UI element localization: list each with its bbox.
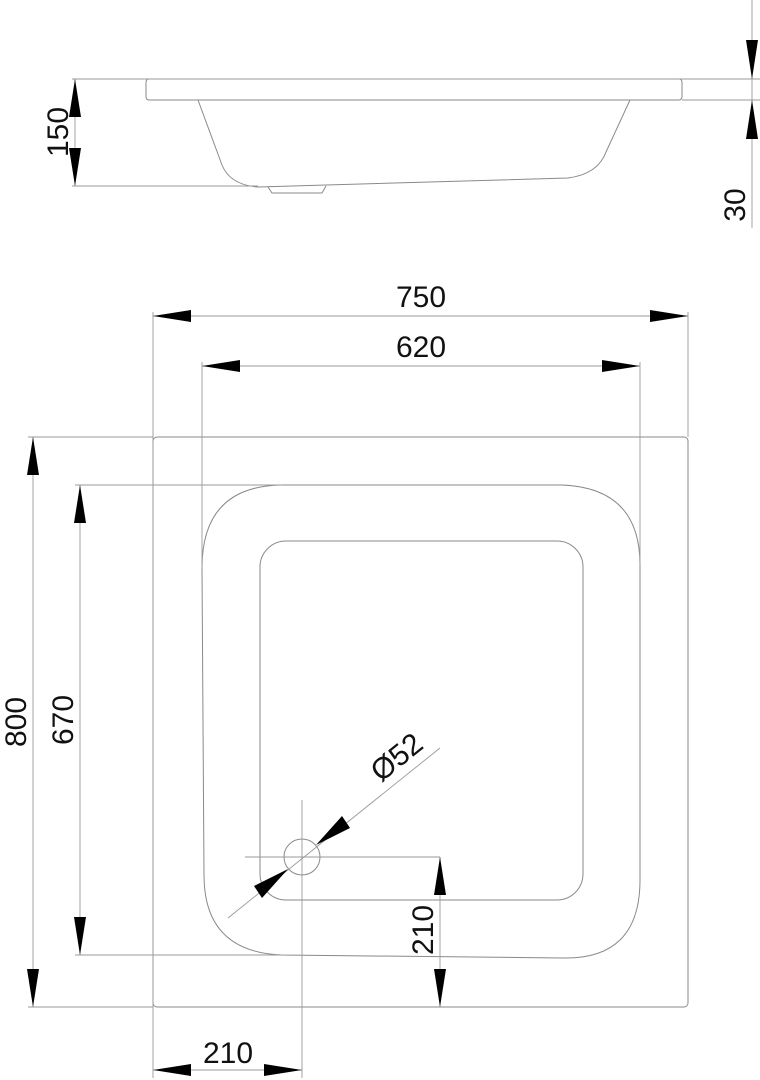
dim-d52-arrow-lower <box>254 869 288 898</box>
dim-800-arrow-top <box>27 437 39 475</box>
dim-150-label: 150 <box>42 107 75 157</box>
top-view: 750 620 800 670 Ø52 210 210 <box>0 281 689 1078</box>
dim-620-label: 620 <box>396 331 446 364</box>
dim-30-label: 30 <box>719 188 752 221</box>
dim-30-arrow-bottom <box>746 100 758 139</box>
dim-210h-arrow-right <box>264 1064 302 1076</box>
dim-210h-label: 210 <box>203 1037 253 1070</box>
dim-d52-arrow-upper <box>316 816 350 845</box>
dim-210h-arrow-left <box>153 1064 191 1076</box>
dim-750-label: 750 <box>396 281 446 314</box>
side-view: 150 30 <box>42 0 760 228</box>
dim-30-arrow-top <box>746 40 758 79</box>
side-rim <box>145 78 683 101</box>
dim-750-arrow-right <box>650 310 688 322</box>
dim-620-arrow-right <box>602 360 640 372</box>
basin-floor <box>259 540 584 901</box>
dim-800-arrow-bottom <box>27 969 39 1007</box>
side-body <box>197 99 631 188</box>
dim-210v-label: 210 <box>407 905 440 955</box>
dim-620-arrow-left <box>202 360 240 372</box>
dim-210v-arrow-bottom <box>434 969 446 1007</box>
dim-150-arrow-top <box>69 79 81 117</box>
side-drain <box>267 185 327 194</box>
dim-d52-label: Ø52 <box>365 727 430 788</box>
dim-210v-arrow-top <box>434 857 446 895</box>
dim-670-arrow-bottom <box>74 917 86 955</box>
basin-outline <box>201 484 641 959</box>
dim-750-arrow-left <box>153 310 191 322</box>
dim-670-label: 670 <box>47 695 80 745</box>
dim-150-arrow-bottom <box>69 148 81 186</box>
dim-800-label: 800 <box>0 697 33 747</box>
dim-670-arrow-top <box>74 485 86 523</box>
